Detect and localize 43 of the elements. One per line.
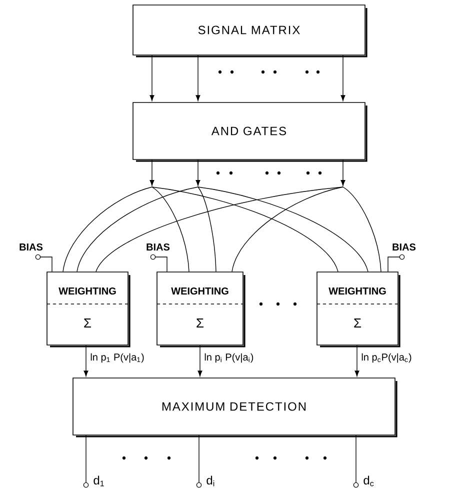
connector-line — [96, 186, 344, 272]
node-label: BIAS — [20, 243, 43, 251]
arrow — [150, 160, 154, 186]
connector-line — [40, 256, 52, 272]
bias-terminal: BIAS — [392, 243, 416, 260]
node-label: d$_{c}$ — [364, 476, 374, 486]
connector-line — [342, 186, 382, 272]
connector-line — [388, 256, 400, 272]
output-terminal: d$_{c}$ — [353, 476, 374, 488]
connector-line — [152, 186, 190, 272]
node-label: BIAS — [392, 243, 416, 251]
bias-terminal: BIAS — [20, 243, 43, 260]
connector-line — [152, 186, 338, 272]
weighting-box: WEIGHTING Σ — [46, 272, 130, 348]
edge-label: ln p$_{i}$ P(v|a$_{i}$) — [203, 352, 255, 364]
connector-line — [154, 256, 168, 272]
process-box: MAXIMUM DETECTION — [72, 378, 398, 438]
arrow — [340, 160, 346, 186]
weighting-box: WEIGHTING Σ — [156, 272, 246, 348]
arrow — [354, 345, 360, 376]
edge-label: ln p$_{1}$ P(v|a$_{1}$) — [89, 352, 146, 364]
arrow — [196, 55, 200, 101]
connector-line — [76, 186, 198, 272]
output-terminal: d$_{i}$ — [196, 476, 214, 488]
arrow — [196, 160, 200, 186]
connector-line — [62, 186, 152, 272]
connector-line — [198, 435, 200, 484]
node-label: d$_{i}$ — [206, 476, 214, 486]
bias-terminal: BIAS — [146, 243, 170, 260]
process-box: AND GATES — [132, 102, 368, 162]
connector-line — [198, 186, 216, 272]
node-label: d$_{1}$ — [94, 476, 104, 486]
node-label: BIAS — [146, 243, 170, 251]
connector-line — [232, 186, 344, 272]
arrow — [150, 55, 154, 101]
arrow — [84, 345, 88, 376]
connector-line — [198, 186, 368, 272]
arrow — [340, 55, 346, 101]
weighting-box: WEIGHTING Σ — [316, 272, 400, 348]
arrow — [198, 345, 202, 376]
output-terminal: d$_{1}$ — [83, 476, 104, 488]
edge-label: ln p$_{c}$P(v|a$_{c}$) — [360, 352, 413, 364]
process-box: SIGNAL MATRIX — [132, 4, 368, 58]
